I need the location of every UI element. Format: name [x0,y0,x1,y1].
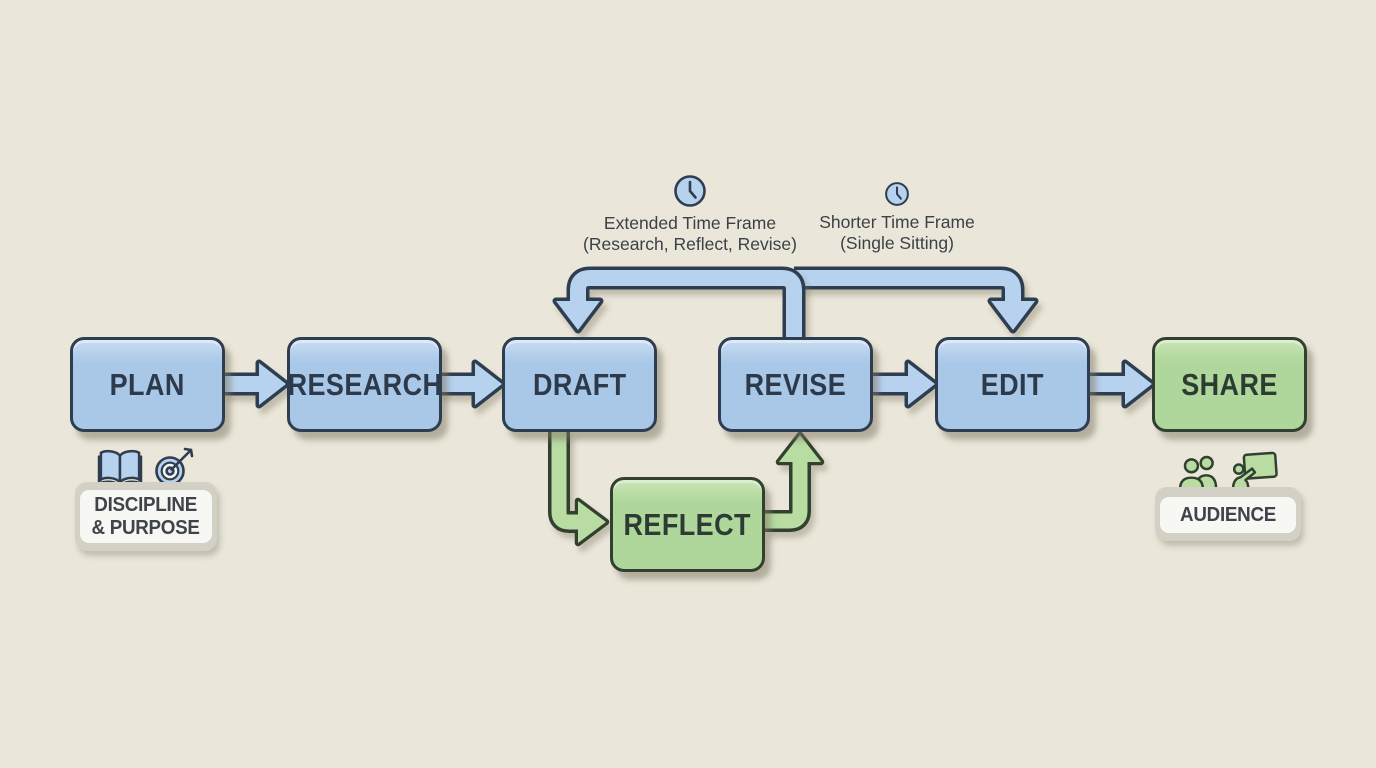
stage-label-plan: PLAN [109,366,186,402]
stage-box-revise: REVISE [718,337,873,432]
target-icon [155,447,194,486]
presenter-board-icon [1231,451,1278,491]
clock-icon [885,182,909,206]
stage-label-edit: EDIT [980,366,1045,402]
stage-label-draft: DRAFT [532,366,627,402]
clock-icon [674,175,706,207]
tag-icon-row [1178,451,1278,491]
tag-discipline-purpose: DISCIPLINE & PURPOSE [75,444,217,551]
tag-card: DISCIPLINE & PURPOSE [80,490,212,543]
people-icon [1178,455,1218,491]
tag-text-line2: & PURPOSE [91,516,201,539]
connector-revise-to-draft-arrow [552,266,806,340]
arrow-edit-to-share [1090,359,1156,409]
annotation-line: (Research, Reflect, Revise) [583,234,797,254]
stage-box-plan: PLAN [70,337,225,432]
connector-revise-to-edit-arrow [794,266,1039,334]
tag-text-audience: AUDIENCE [1180,503,1276,526]
arrow-revise-to-edit [873,359,939,409]
stage-box-share: SHARE [1152,337,1307,432]
annotation-extended-time-frame: Extended Time Frame (Research, Reflect, … [580,173,800,255]
annotation-shorter-time-frame: Shorter Time Frame (Single Sitting) [787,180,1007,254]
tag-card: AUDIENCE [1160,497,1296,533]
annotation-line: (Single Sitting) [840,233,954,253]
tag-audience: AUDIENCE [1155,449,1301,542]
stage-label-research: RESEARCH [287,366,442,402]
annotation-line: Shorter Time Frame [819,212,975,232]
stage-box-research: RESEARCH [287,337,442,432]
stage-box-draft: DRAFT [502,337,657,432]
stage-label-revise: REVISE [744,366,847,402]
annotation-line: Extended Time Frame [603,213,777,233]
arrow-draft-to-reflect [548,430,610,547]
stage-box-reflect: REFLECT [610,477,765,572]
stage-label-share: SHARE [1181,366,1278,402]
arrow-plan-to-research [222,359,290,409]
stage-label-reflect: REFLECT [623,506,752,542]
arrow-reflect-to-revise [765,431,825,532]
arrow-research-to-draft [438,359,506,409]
tag-text-line1: DISCIPLINE [94,493,198,516]
stage-box-edit: EDIT [935,337,1090,432]
